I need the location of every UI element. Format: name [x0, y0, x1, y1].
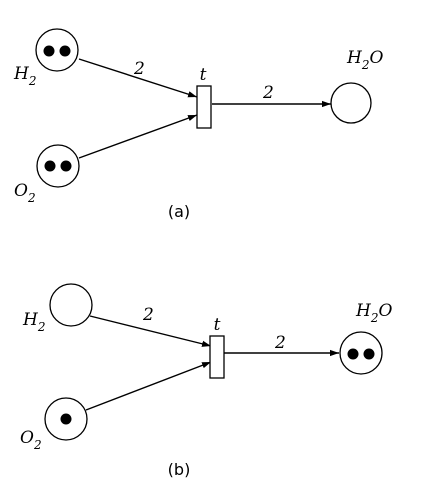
token: [43, 45, 55, 57]
token: [347, 348, 359, 360]
place-label-o2-b: O2: [20, 428, 42, 452]
place-o2-b: [44, 397, 88, 441]
token: [363, 348, 375, 360]
arc-weight-h2-b: 2: [142, 305, 154, 325]
arc-weight-h2o-b: 2: [274, 333, 286, 353]
transition-a: [196, 85, 212, 129]
token: [60, 160, 72, 172]
token: [44, 160, 56, 172]
transition-label-a: t: [200, 65, 207, 85]
place-label-h2o-a: H2O: [346, 48, 383, 72]
place-h2-b: [49, 283, 93, 327]
token: [60, 413, 72, 425]
transition-label-b: t: [214, 315, 221, 335]
token: [59, 45, 71, 57]
place-h2-a: [35, 28, 79, 72]
place-o2-a: [36, 144, 80, 188]
arc-h2-to-t-b: [89, 315, 212, 347]
place-label-o2-a: O2: [14, 181, 36, 205]
caption-b: (b): [168, 460, 191, 479]
arc-o2-to-t-a: [78, 114, 198, 159]
arc-weight-h2-a: 2: [133, 59, 145, 79]
caption-a: (a): [168, 202, 190, 221]
diagram-a: t 2 2 H2 O2 H2O (a): [13, 28, 383, 221]
place-label-h2-b: H2: [22, 310, 45, 334]
diagram-b: t 2 2 H2 O2 H2O (b): [20, 283, 392, 479]
place-h2o-b: [339, 331, 383, 375]
arc-weight-h2o-a: 2: [262, 83, 274, 103]
arc-h2-to-t-a: [78, 58, 198, 98]
place-label-h2o-b: H2O: [355, 301, 392, 325]
transition-b: [209, 335, 225, 379]
place-label-h2-a: H2: [13, 64, 36, 88]
place-h2o-a: [330, 82, 372, 124]
arc-o2-to-t-b: [85, 361, 212, 411]
